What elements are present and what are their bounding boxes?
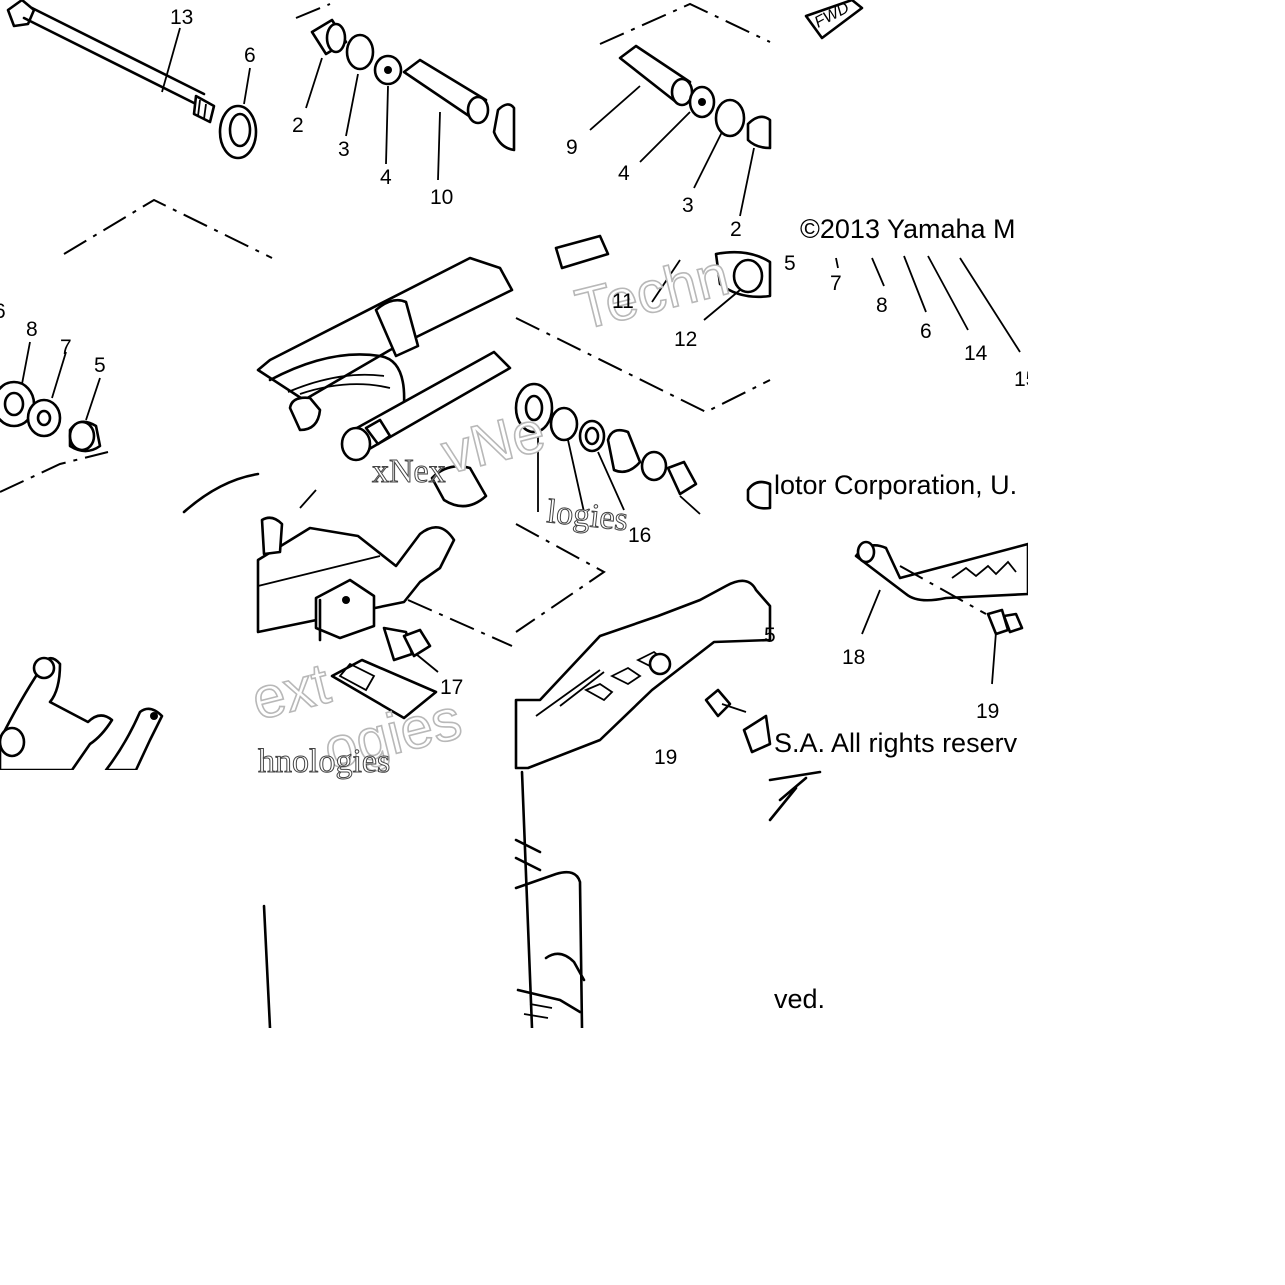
swingarm-body — [182, 256, 514, 514]
part-number: 9 — [566, 136, 578, 159]
part-number: 7 — [60, 336, 72, 359]
washer-stack-left — [0, 341, 109, 493]
part-number: 19 — [976, 700, 999, 723]
pivot-bushing-12 — [554, 234, 772, 321]
copyright-line-4: ved. — [774, 984, 825, 1014]
part-number: 5 — [764, 624, 776, 647]
swingarm-bracket — [0, 656, 164, 772]
part-number: 12 — [674, 328, 697, 351]
part-number: 8 — [876, 294, 888, 317]
watermark-fragment-7: xNex — [372, 453, 446, 490]
part-number: 2 — [292, 114, 304, 137]
part-number: 18 — [842, 646, 865, 669]
footrest-bracket — [854, 540, 1030, 685]
washer-stack-right — [514, 382, 701, 515]
part-number: 4 — [380, 166, 392, 189]
pivot-shaft — [6, 0, 216, 124]
part-number: 3 — [338, 138, 350, 161]
part-number: 13 — [170, 6, 193, 29]
copyright-line-2: lotor Corporation, U. — [774, 470, 1017, 500]
part-number: 8 — [26, 318, 38, 341]
part-number: 19 — [654, 746, 677, 769]
part-number: 7 — [830, 272, 842, 295]
part-number: 6 — [244, 44, 256, 67]
shock-bracket-right — [514, 523, 772, 770]
part-number: 2 — [730, 218, 742, 241]
bushing-set-left — [295, 3, 516, 181]
part-number: 10 — [430, 186, 453, 209]
watermark-fragment-8: logies — [545, 493, 630, 538]
watermark-fragment-6: hnologies — [258, 743, 390, 780]
fwd-stamp: FWD — [804, 0, 864, 40]
part-number: 14 — [964, 342, 988, 365]
part-number: 17 — [440, 676, 463, 699]
part-number: 11 — [612, 290, 634, 313]
part-number-labels: 13 6 2 3 4 10 9 4 3 2 6 8 7 5 5 7 8 6 14… — [0, 6, 1037, 769]
part-number: 4 — [618, 162, 630, 185]
copyright-line-1: ©2013 Yamaha M — [800, 214, 1016, 244]
footrest-frame — [514, 770, 822, 1030]
copyright-notice: ©2013 Yamaha M lotor Corporation, U. S.A… — [746, 214, 1018, 1014]
copyright-line-3: S.A. All rights reserv — [774, 728, 1018, 758]
collar-part — [218, 67, 258, 160]
part-number: 3 — [682, 194, 694, 217]
part-number: 5 — [94, 354, 106, 377]
part-number: 5 — [784, 252, 796, 275]
watermark: Techn vNe ext ogies xNex hnologies logie… — [245, 241, 737, 783]
watermark-fragment-2: vNe — [435, 399, 551, 487]
bushing-set-right — [589, 2, 772, 217]
part-number: 6 — [920, 320, 932, 343]
shock-mount — [256, 516, 513, 720]
part-number: 16 — [628, 524, 651, 547]
part-number: 6 — [0, 300, 6, 323]
